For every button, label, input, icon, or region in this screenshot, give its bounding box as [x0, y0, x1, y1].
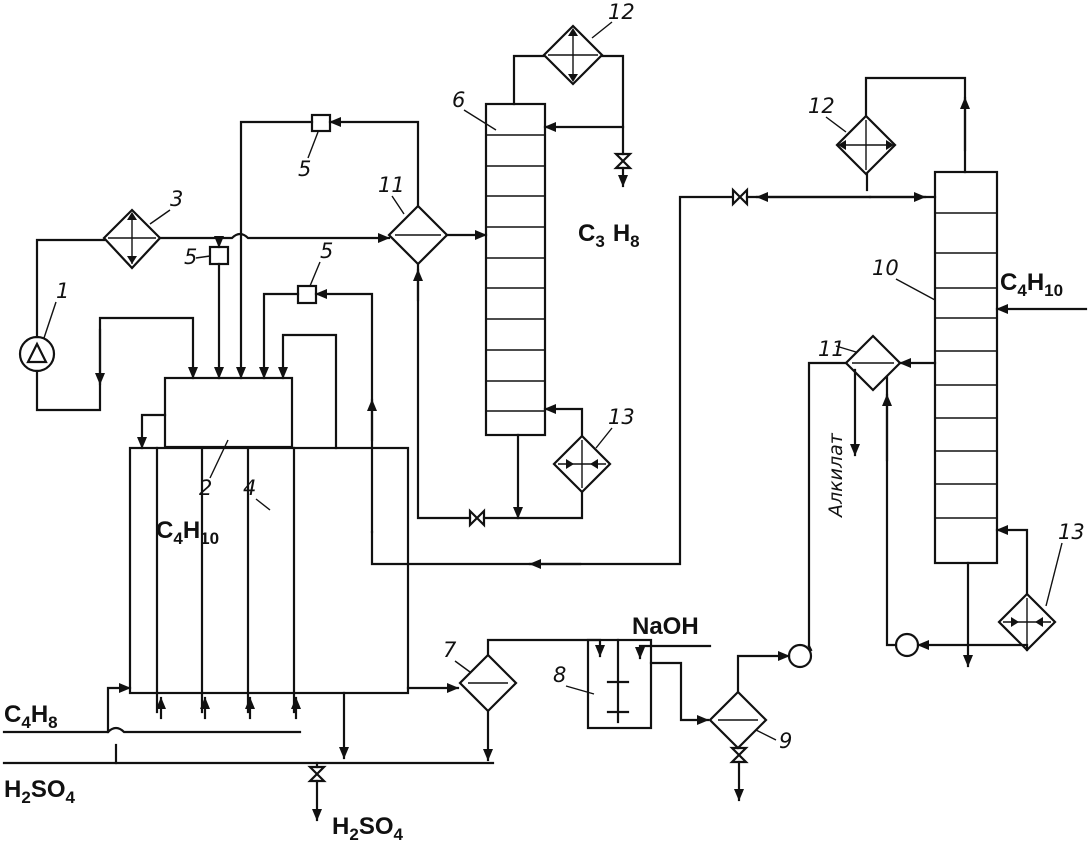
label-separator-7: 7 [443, 638, 457, 662]
pump-1 [18, 335, 56, 373]
label-settler-9: 9 [779, 729, 792, 753]
valve-propane [613, 152, 633, 170]
valve-5a [310, 113, 332, 133]
cooler-3 [102, 208, 162, 270]
label-column-6: 6 [452, 88, 465, 112]
debutanizer-column-10 [933, 170, 999, 565]
reactor-4 [128, 446, 410, 714]
label-alkylate: Алкилат [825, 432, 847, 519]
label-valve-5b: 5 [184, 245, 197, 269]
separator-7 [458, 653, 518, 713]
label-butane-recycle: C4H10 [156, 517, 219, 548]
piping [2, 54, 1088, 822]
condenser-12a [542, 24, 604, 86]
valve-settler-drain [729, 746, 749, 764]
condenser-12b [835, 114, 897, 176]
pump-alkylate-b [894, 632, 920, 658]
label-butene: C4H8 [4, 701, 58, 732]
equipment-numbers: 1 2 3 4 5 5 5 6 7 8 9 10 11 11 12 12 13 … [43, 0, 1085, 753]
label-valve-5c: 5 [320, 239, 333, 263]
valve-5b [208, 245, 230, 266]
label-reactor-4: 4 [243, 476, 256, 500]
heat-exchanger-11a [387, 204, 449, 266]
label-butane-feed: C4H10 [1000, 269, 1063, 300]
reboiler-13a [552, 434, 612, 494]
settler-9 [708, 690, 768, 750]
label-condenser-12b: 12 [808, 94, 835, 118]
label-mixer-2: 2 [199, 476, 212, 500]
washer-8 [586, 638, 653, 730]
label-cooler-3: 3 [170, 187, 183, 211]
label-column-10: 10 [872, 256, 899, 280]
label-washer-8: 8 [553, 663, 566, 687]
label-reboiler-13a: 13 [608, 405, 635, 429]
label-hx-11b: 11 [818, 337, 845, 361]
label-naoh: NaOH [632, 613, 699, 640]
label-valve-5a: 5 [298, 157, 311, 181]
mixer-2 [163, 376, 294, 449]
depropanizer-column-6 [484, 102, 547, 437]
label-pump-1: 1 [56, 279, 69, 303]
valve-bottoms-6 [468, 508, 486, 528]
valve-recycle-10 [731, 187, 749, 207]
valve-acid-out [307, 765, 327, 783]
label-hx-11a: 11 [378, 173, 405, 197]
label-condenser-12a: 12 [608, 0, 635, 24]
label-reboiler-13b: 13 [1058, 520, 1085, 544]
valve-5c [296, 284, 318, 305]
label-acid-out: H2SO4 [332, 813, 404, 844]
pump-alkylate-a [787, 643, 813, 669]
label-acid-feed: H2SO4 [4, 776, 76, 807]
